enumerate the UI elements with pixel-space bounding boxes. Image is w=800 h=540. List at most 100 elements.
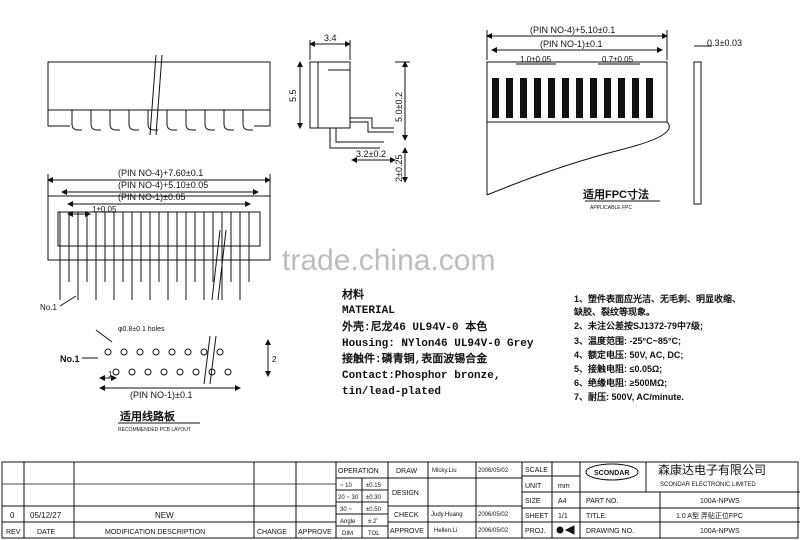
watermark: trade.china.com (282, 244, 495, 277)
draw-date: 2006/05/02 (478, 468, 509, 474)
pcb-hole (192, 368, 200, 376)
pcb-pin1-label: No.1 (60, 354, 80, 364)
tol-range-1: ~ 10 (340, 483, 353, 489)
front-pin (204, 110, 215, 131)
date-header: DATE (37, 529, 55, 536)
top-dim-total: (PIN NO-4)+7.60±0.1 (118, 168, 203, 178)
top-dim-pitch: 1±0.05 (92, 205, 117, 214)
pcb-dim-total: (PIN NO-1)±0.1 (130, 390, 192, 400)
side-dim-width: 3.4 (324, 33, 337, 43)
front-pin (185, 110, 196, 131)
connector-front-view (47, 54, 271, 136)
tol-val-3: ±0.50 (366, 507, 382, 513)
pcb-dim-pitch: 1 (108, 370, 113, 379)
pcb-hole (168, 348, 176, 356)
tol-range-3: 30 ~ (340, 507, 352, 513)
tol-val-2: ±0.30 (366, 495, 382, 501)
fpc-finger (492, 78, 499, 118)
fpc-dim-thickness: 0.3±0.03 (707, 38, 742, 48)
fpc-finger (534, 78, 541, 118)
pcb-holes-label: φ0.8±0.1 holes (118, 326, 165, 333)
pcb-hole (176, 368, 184, 376)
fpc-finger (632, 78, 639, 118)
top-dim-pitch-total: (PIN NO-1)±0.05 (118, 192, 185, 202)
company-logo-icon: SCONDAR (585, 463, 639, 481)
front-pin (90, 110, 101, 131)
fpc-title-en: APPLICABLE FPC (590, 205, 632, 211)
dim-label: DIM (342, 531, 353, 537)
pcb-hole (144, 368, 152, 376)
sheet-label: SHEET (525, 513, 549, 520)
note-6: 6、绝缘电阻: ≥500MΩ; (574, 377, 667, 388)
rev-header: REV (6, 529, 21, 536)
pcb-hole (200, 348, 208, 356)
connector-side-view (297, 40, 410, 183)
size-label: SIZE (525, 498, 541, 505)
pcb-hole (104, 348, 112, 356)
pcb-hole (160, 368, 168, 376)
operation-label: OPERATION (338, 468, 379, 475)
pcb-hole (216, 348, 224, 356)
pcb-hole (112, 368, 120, 376)
pcb-title: 适用线路板 (120, 409, 176, 423)
proj-label: PROJ. (525, 528, 546, 535)
fpc-finger (506, 78, 513, 118)
size-value: A4 (558, 498, 567, 505)
note-1b: 缺胶、裂纹等现象。 (573, 306, 655, 317)
pin1-label: No.1 (40, 303, 57, 312)
scale-label: SCALE (525, 467, 548, 474)
change-header: CHANGE (257, 529, 287, 536)
note-3: 3、温度范围: -25°C~85°C; (574, 335, 681, 346)
front-pin (223, 110, 234, 131)
housing-en: Housing: NYlon46 UL94V-0 Grey (342, 338, 534, 350)
fpc-finger (548, 78, 555, 118)
part-no-value: 100A-NPWS (700, 498, 740, 505)
note-7: 7、耐压: 500V, AC/minute. (574, 391, 684, 402)
material-line-en: MATERIAL (342, 305, 395, 317)
pcb-dim-row: 2 (272, 355, 277, 364)
design-label: DESIGN (392, 490, 419, 497)
draw-label: DRAW (396, 468, 418, 475)
approve-name: Hellen.Li (434, 528, 457, 534)
top-dim-contacts: (PIN NO-4)+5.10±0.05 (118, 180, 208, 190)
note-5: 5、接触电阻: ≤0.05Ω; (574, 363, 662, 374)
front-pin (166, 110, 177, 131)
tol-range-4: Angle (340, 519, 356, 525)
note-4: 4、额定电压: 50V, AC, DC; (574, 349, 683, 360)
contact-cn: 接触件:磷青铜,表面波锡合金 (342, 351, 488, 366)
fpc-finger (604, 78, 611, 118)
fpc-dim-finger: 0.7±0.05 (602, 55, 634, 64)
tol-label: TOL (368, 531, 380, 537)
title-block (1, 461, 800, 539)
drawing-no-value: 100A-NPWS (700, 528, 740, 535)
note-2: 2、未注公差按SJ1372-79中7级; (574, 320, 703, 331)
note-1: 1、塑件表面应光洁、无毛刺、明显收缩、 (574, 293, 741, 304)
fpc-finger (562, 78, 569, 118)
projection-symbol-icon (556, 525, 575, 535)
contact-plating: tin/lead-plated (342, 386, 441, 398)
fpc-title: 适用FPC寸法 (583, 187, 649, 201)
side-dim-standoff: 2±0.25 (394, 155, 404, 182)
pcb-hole (120, 348, 128, 356)
logo-text: SCONDAR (594, 470, 629, 477)
pcb-hole (136, 348, 144, 356)
contact-en: Contact:Phosphor bronze, (342, 370, 500, 382)
notes-block: 1、塑件表面应光洁、无毛刺、明显收缩、 缺胶、裂纹等现象。 2、未注公差按SJ1… (573, 293, 741, 402)
pcb-title-en: RECOMMENDED PCB LAYOUT (118, 427, 191, 433)
company-name-cn: 森康达电子有限公司 (658, 462, 766, 477)
front-pin (147, 110, 158, 131)
fpc-dim-total: (PIN NO-4)+5.10±0.1 (530, 25, 615, 35)
front-pin (128, 110, 139, 131)
pcb-layout (82, 329, 271, 391)
side-dim-pin-height: 5.0±0.2 (394, 92, 404, 122)
front-pin (109, 110, 120, 131)
rev-desc: NEW (155, 511, 174, 520)
sheet-value: 1/1 (558, 513, 568, 520)
connector-top-view (47, 174, 271, 307)
side-dim-height: 5.5 (288, 89, 298, 102)
pcb-hole (128, 368, 136, 376)
fpc-dim-pitch: 1.0±0.05 (520, 55, 552, 64)
material-line-cn: 材料 (342, 287, 364, 302)
rev-date: 05/12/27 (30, 511, 62, 520)
